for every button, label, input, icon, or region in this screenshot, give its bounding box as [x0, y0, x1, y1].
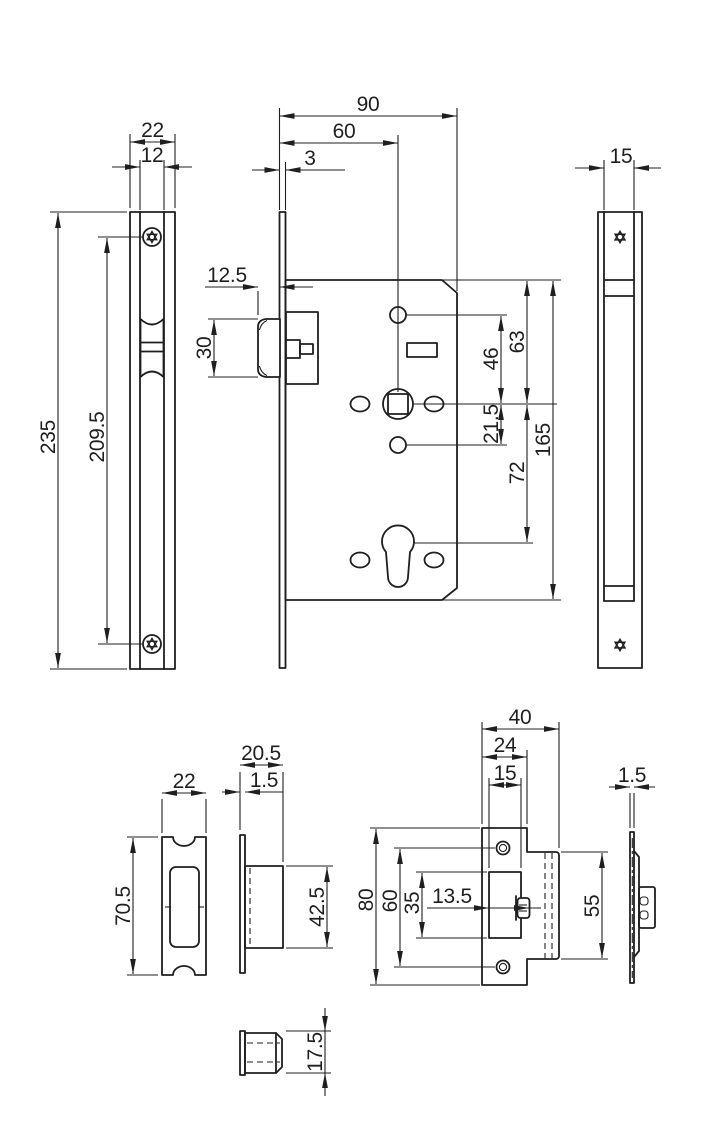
dim-label: 60 [379, 890, 402, 913]
torx-screw-icon [614, 638, 626, 652]
fixing-hole [349, 395, 371, 413]
dim-label: 60 [333, 120, 356, 143]
dim-label: 70.5 [112, 886, 135, 926]
dim-flange-thickness: 1.5 [222, 769, 283, 795]
strike-box [244, 865, 284, 949]
dim-latch-plate-thickness: 1.5 [609, 764, 655, 828]
fixing-hole [349, 551, 371, 569]
torx-screw-icon [142, 227, 162, 247]
latch-plate-outline [481, 827, 560, 986]
dim-label: 30 [193, 337, 216, 360]
latch-bolt-front [139, 318, 165, 378]
dim-label: 15 [494, 762, 517, 785]
dim-label: 20.5 [241, 742, 281, 765]
latch-unit-side-view: 1.5 [609, 764, 656, 984]
strike-plate-outline [161, 836, 207, 976]
dim-hub-to-top-hole: 46 [480, 316, 504, 403]
torx-screw-icon [614, 230, 626, 244]
dim-label: 3 [304, 147, 315, 170]
dim-case-top-to-hub: 63 [506, 281, 530, 403]
dim-label: 63 [506, 331, 529, 354]
dim-hub-to-lower-hole: 21.5 [480, 404, 504, 444]
screw-hole-icon [495, 840, 511, 856]
dim-box-height: 42.5 [286, 865, 333, 949]
screw-hole-icon [495, 959, 511, 975]
dim-label: 22 [141, 119, 164, 142]
lower-hole [389, 436, 407, 454]
dim-box-depth: 20.5 [239, 742, 284, 862]
dim-latch-height: 30 [193, 318, 258, 378]
dim-label: 1.5 [618, 764, 646, 787]
dim-overall-depth: 90 [278, 93, 458, 291]
dim-label: 24 [494, 734, 517, 757]
dim-latch-box-height: 55 [561, 851, 608, 960]
forend-outline [597, 211, 643, 669]
dim-label: 35 [401, 892, 424, 915]
dim-label: 22 [173, 770, 196, 793]
fixing-hole [423, 551, 445, 569]
dim-latch-overall-width: 40 [481, 706, 560, 848]
dim-latch-opening-width: 15 [488, 762, 522, 868]
dim-label: 40 [509, 706, 532, 729]
dim-total-height: 235 [37, 211, 127, 670]
dim-latch-screw-spacing: 60 [379, 847, 495, 968]
dim-label: 12.5 [207, 264, 247, 287]
dim-label: 15 [610, 145, 633, 168]
dim-forend-channel-width: 15 [575, 145, 661, 210]
torx-screw-icon [142, 634, 162, 654]
dim-label: 21.5 [480, 404, 503, 444]
dim-channel-width: 12 [112, 144, 192, 210]
faceplate-front-view: 22 12 235 209.5 [37, 119, 192, 670]
dim-latch-plate-width: 24 [482, 734, 528, 824]
dim-label: 17.5 [304, 1032, 327, 1072]
strike-opening [169, 866, 200, 948]
dim-label: 42.5 [306, 887, 329, 927]
faceplate-outline [129, 211, 176, 670]
dim-latch-projection: 12.5 [205, 264, 313, 315]
latch-plate-edge [629, 831, 635, 984]
dim-label: 72 [506, 462, 529, 485]
spindle-hub [382, 388, 414, 420]
strike-plate-front-view: 22 70.5 [112, 770, 207, 976]
dim-faceplate-width: 22 [129, 119, 176, 208]
dim-label: 13.5 [432, 885, 472, 908]
dim-strike-height: 70.5 [112, 836, 158, 976]
dim-label: 80 [355, 889, 378, 912]
latch-barrel-top-view: 17.5 [239, 1008, 331, 1096]
dim-label: 46 [480, 348, 503, 371]
dim-strike-width: 22 [161, 770, 207, 833]
dim-backset: 60 [279, 120, 399, 392]
dim-label: 12 [141, 144, 164, 167]
dim-latch-opening-height: 35 [401, 871, 487, 939]
dim-label: 165 [532, 423, 555, 457]
lock-case-side-view: 90 60 3 12.5 30 [193, 93, 561, 669]
dim-barrel-height: 17.5 [286, 1008, 331, 1096]
euro-cylinder-hole [381, 524, 415, 588]
latch-unit-front-view: 40 24 15 80 60 35 [355, 706, 608, 986]
dim-case-height: 165 [532, 281, 556, 599]
dim-screw-spacing: 209.5 [86, 236, 142, 645]
dim-forend-thickness: 3 [252, 147, 345, 210]
dim-latch-plate-height: 80 [355, 827, 480, 986]
dim-label: 209.5 [86, 411, 109, 462]
forend-back-view: 15 [575, 145, 661, 669]
strike-box-side-view: 20.5 1.5 42.5 [222, 742, 333, 974]
dim-label: 235 [37, 420, 60, 454]
dim-label: 55 [581, 895, 604, 918]
latch-bolt-side [257, 311, 319, 385]
dim-latch-inset: 13.5 [427, 885, 541, 911]
slot-hole [406, 342, 438, 358]
dim-hub-to-cylinder: 72 [506, 405, 530, 542]
dim-label: 1.5 [250, 769, 278, 792]
latch-bolt-edge [638, 886, 656, 929]
dim-label: 90 [357, 93, 380, 116]
